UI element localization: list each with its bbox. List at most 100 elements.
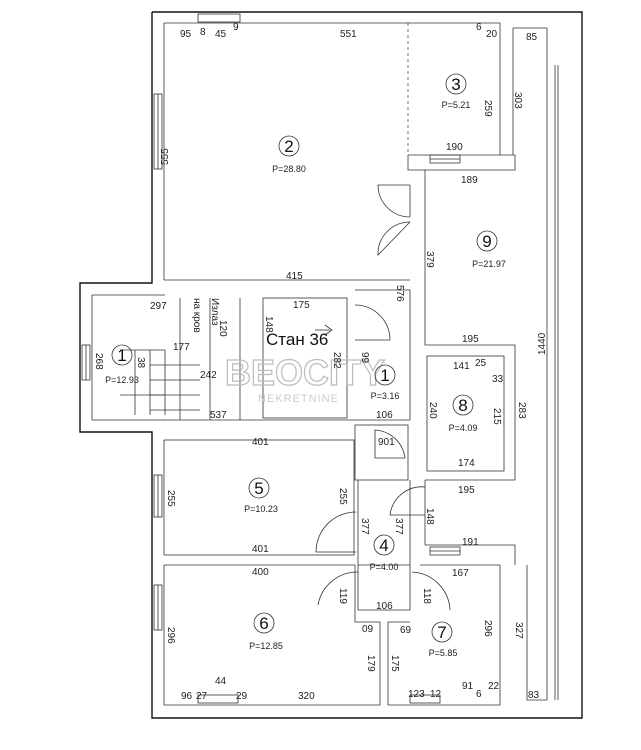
dim-label: 268	[93, 353, 104, 370]
dim-label: 1440	[537, 332, 548, 355]
dim-label: 167	[452, 568, 469, 579]
dim-label: 29	[236, 691, 248, 702]
dim-label: 401	[252, 437, 269, 448]
room-number: 5	[254, 479, 263, 498]
dim-label: 215	[491, 408, 502, 425]
room-4-walls	[357, 480, 411, 611]
stair-walls	[120, 297, 348, 420]
room-area: P=4.09	[449, 423, 478, 433]
dim-label: 179	[365, 655, 376, 672]
watermark-sub: NEKRETNINE	[258, 393, 339, 405]
dim-label: 195	[458, 485, 475, 496]
dim-label: 177	[173, 342, 190, 353]
dim-label: 6	[476, 22, 482, 33]
dim-label: 255	[165, 490, 176, 507]
dim-label: 22	[488, 681, 500, 692]
room-6-walls	[163, 564, 381, 706]
room-number: 8	[458, 396, 467, 415]
dim-label: 148	[263, 316, 274, 333]
dim-label: 45	[215, 29, 227, 40]
dim-label: 537	[210, 410, 227, 421]
dim-label: 255	[337, 488, 348, 505]
room-7-walls	[387, 544, 516, 706]
dim-label: 12	[430, 689, 442, 700]
apartment-label: Стан 36	[266, 330, 328, 349]
dim-label: 106	[376, 410, 393, 421]
dim-label: 25	[475, 358, 487, 369]
dim-label: 33	[492, 374, 504, 385]
dim-label: 38	[135, 357, 146, 369]
watermark-brand: BEOCITY	[225, 352, 385, 393]
room-number: 2	[284, 137, 293, 156]
room-area: P=28.80	[272, 164, 306, 174]
dim-label: 85	[526, 32, 538, 43]
dim-label: 27	[196, 691, 208, 702]
dim-label: 415	[286, 271, 303, 282]
dimension-labels: 8 95 45 9 551 6 20 85 190 189 415 297 17…	[150, 22, 540, 702]
dim-label: 901	[378, 437, 395, 448]
room-number: 1	[117, 346, 126, 365]
windows	[81, 13, 461, 704]
dim-label: 259	[482, 100, 493, 117]
outer-walls	[79, 11, 583, 719]
room-5-walls	[163, 439, 355, 556]
room-number: 1	[380, 366, 389, 385]
room-number: 7	[437, 623, 446, 642]
room-number: 9	[482, 232, 491, 251]
dim-label: 242	[200, 370, 217, 381]
dim-label: 99	[359, 352, 370, 364]
corridor-walls	[512, 27, 559, 701]
room-area: P=5.21	[442, 100, 471, 110]
room-labels: 2 P=28.80 3 P=5.21 9 P=21.97 1 P=12.93 1…	[105, 73, 506, 658]
dim-label: 123	[408, 689, 425, 700]
dim-label: 240	[427, 402, 438, 419]
dim-label: 91	[462, 681, 474, 692]
dim-label: 282	[331, 352, 342, 369]
room-area: P=4.00	[370, 562, 399, 572]
room-number: 6	[259, 614, 268, 633]
dim-label: 141	[453, 361, 470, 372]
dim-label: 283	[516, 402, 527, 419]
dim-label: 296	[165, 627, 176, 644]
room-area: P=10.23	[244, 504, 278, 514]
hall-walls	[354, 289, 411, 481]
dim-label: 20	[486, 29, 498, 40]
watermark: BEOCITY NEKRETNINE	[224, 351, 385, 405]
dim-label: 120	[217, 320, 228, 337]
dim-label: 119	[337, 588, 348, 604]
special-labels: Стан 36 Излаз на кров	[191, 298, 328, 349]
dim-label: 118	[421, 588, 432, 604]
dim-label: 95	[180, 29, 192, 40]
dim-label: 296	[482, 620, 493, 637]
dim-label: 320	[298, 691, 315, 702]
dim-label: 175	[293, 300, 310, 311]
room-area: P=12.85	[249, 641, 283, 651]
dim-label: 297	[150, 301, 167, 312]
dimension-labels-vertical: 555 259 303 379 576 120 148 268 38 282 9…	[93, 92, 548, 672]
dim-label: 8	[200, 27, 206, 38]
room-9-8-walls	[424, 280, 516, 545]
dim-label: 379	[424, 251, 435, 268]
dim-label: 327	[513, 622, 524, 639]
dim-label: 175	[389, 655, 400, 672]
dim-label: 09	[362, 624, 374, 635]
room-area: P=5.85	[429, 648, 458, 658]
exit-label-line2: на кров	[191, 298, 202, 333]
dim-label: 551	[340, 29, 357, 40]
dim-label: 96	[181, 691, 193, 702]
dim-label: 189	[461, 175, 478, 186]
dim-label: 106	[376, 601, 393, 612]
room-area: P=12.93	[105, 375, 139, 385]
room-area: P=21.97	[472, 259, 506, 269]
dim-label: 400	[252, 567, 269, 578]
dim-label: 377	[393, 518, 404, 535]
dim-label: 83	[528, 690, 540, 701]
dim-label: 6	[476, 689, 482, 700]
room-area: P=3.16	[371, 391, 400, 401]
dim-label: 377	[359, 518, 370, 535]
doors	[315, 184, 451, 611]
dim-label: 303	[512, 92, 523, 109]
dim-label: 555	[160, 148, 171, 165]
room-number: 3	[451, 75, 460, 94]
